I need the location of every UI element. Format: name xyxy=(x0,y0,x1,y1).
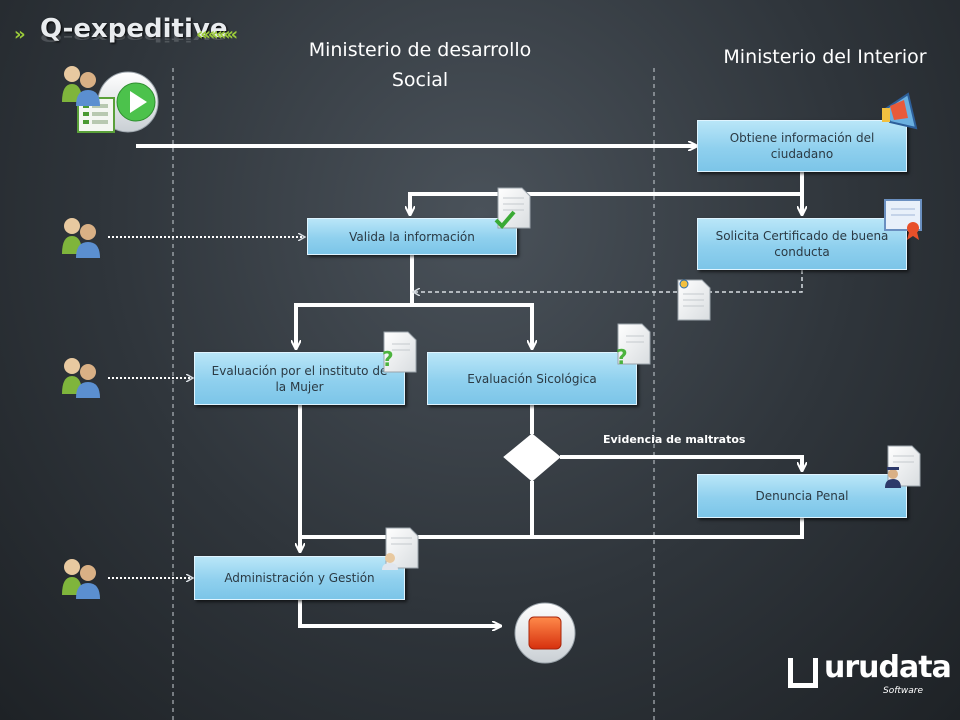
decision-diamond xyxy=(503,433,561,482)
svg-text:?: ? xyxy=(382,347,394,371)
megaphone-icon xyxy=(882,92,918,130)
chevrons-left-icon: » xyxy=(14,24,25,45)
document-person-icon xyxy=(382,527,419,570)
stop-icon xyxy=(514,602,576,664)
task-denuncia-penal[interactable]: Denuncia Penal xyxy=(697,474,907,518)
task-valida-informacion[interactable]: Valida la información xyxy=(307,218,517,255)
document-officer-icon xyxy=(885,445,921,488)
edge-valida-split xyxy=(296,255,414,348)
edge-denuncia-merge xyxy=(300,518,804,539)
task-obtiene-informacion[interactable]: Obtiene información del ciudadano xyxy=(697,120,907,172)
edge-obtiene-split xyxy=(410,172,804,214)
edge-label-evidencia: Evidencia de maltratos xyxy=(603,433,746,446)
edge-admin-end xyxy=(298,600,500,626)
task-label: Denuncia Penal xyxy=(755,489,849,503)
chevrons-right-icon: ««««« xyxy=(196,24,238,45)
users-icon-2 xyxy=(62,218,100,258)
task-evaluacion-mujer[interactable]: Evaluación por el instituto de la Mujer xyxy=(194,352,405,405)
brand-title: Q-expeditive xyxy=(40,14,228,44)
edge-decision-denuncia xyxy=(560,455,802,470)
users-icon-3 xyxy=(62,358,100,398)
task-label: Evaluación Sicológica xyxy=(467,371,597,386)
document-seal-icon xyxy=(677,279,711,321)
task-administracion-gestion[interactable]: Administración y Gestión xyxy=(194,556,405,600)
logo-sub: Software xyxy=(883,686,924,696)
svg-text:?: ? xyxy=(616,345,628,369)
urudata-logo-mark xyxy=(788,658,818,688)
users-icon-4 xyxy=(62,559,100,599)
document-check-icon xyxy=(494,187,531,229)
logo-name: urudata xyxy=(824,650,952,685)
task-label: Administración y Gestión xyxy=(224,571,375,585)
task-label: Solicita Certificado de buena conducta xyxy=(715,229,889,259)
task-label: Valida la información xyxy=(349,229,475,244)
task-label: Evaluación por el instituto de la Mujer xyxy=(211,363,388,394)
document-question-icon: ? xyxy=(382,331,417,373)
certificate-icon xyxy=(884,199,922,240)
task-solicita-certificado[interactable]: Solicita Certificado de buena conducta xyxy=(697,218,907,270)
edge-to-sicologica xyxy=(412,303,532,348)
document-question-icon: ? xyxy=(616,323,651,369)
users-icon-1 xyxy=(62,66,100,106)
task-evaluacion-sicologica[interactable]: Evaluación Sicológica xyxy=(427,352,637,405)
edge-solicita-return xyxy=(414,270,803,292)
lane-title-interior: Ministerio del Interior xyxy=(723,46,927,68)
lane-title-desarrollo-social: Ministerio de desarrollo Social xyxy=(308,39,532,91)
task-label: Obtiene información del ciudadano xyxy=(729,131,875,161)
